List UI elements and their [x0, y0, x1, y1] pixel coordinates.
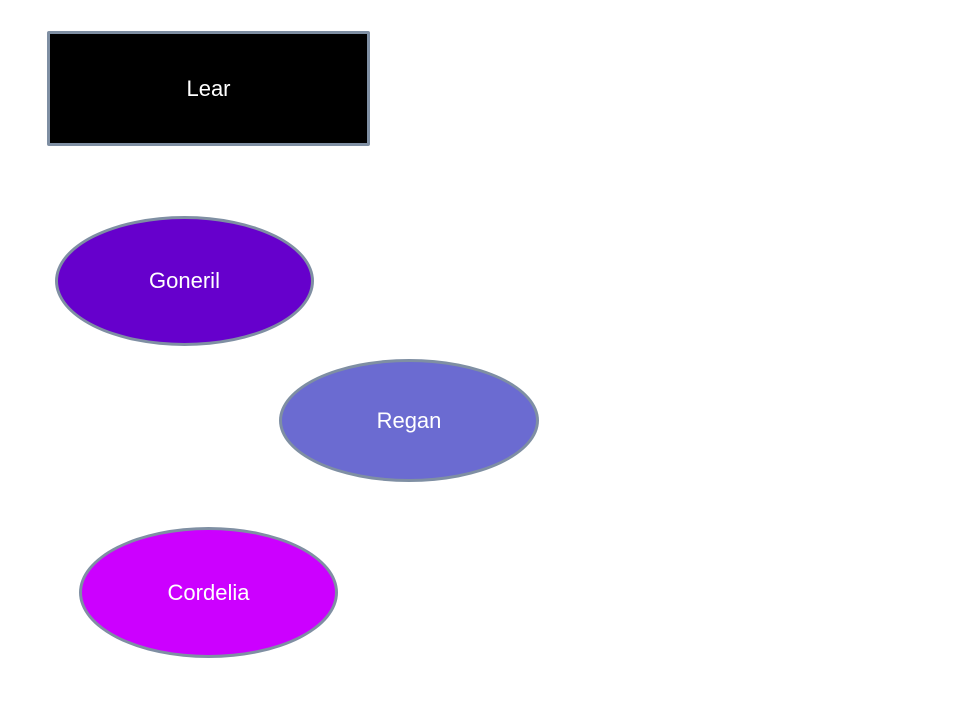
cordelia-label: Cordelia	[167, 579, 250, 605]
regan-node: Regan	[279, 359, 539, 482]
cordelia-node: Cordelia	[79, 527, 338, 658]
goneril-label: Goneril	[149, 268, 220, 293]
lear-node: Lear	[47, 31, 370, 146]
goneril-node: Goneril	[55, 216, 314, 346]
regan-label: Regan	[376, 407, 442, 433]
lear-label: Lear	[186, 75, 231, 101]
